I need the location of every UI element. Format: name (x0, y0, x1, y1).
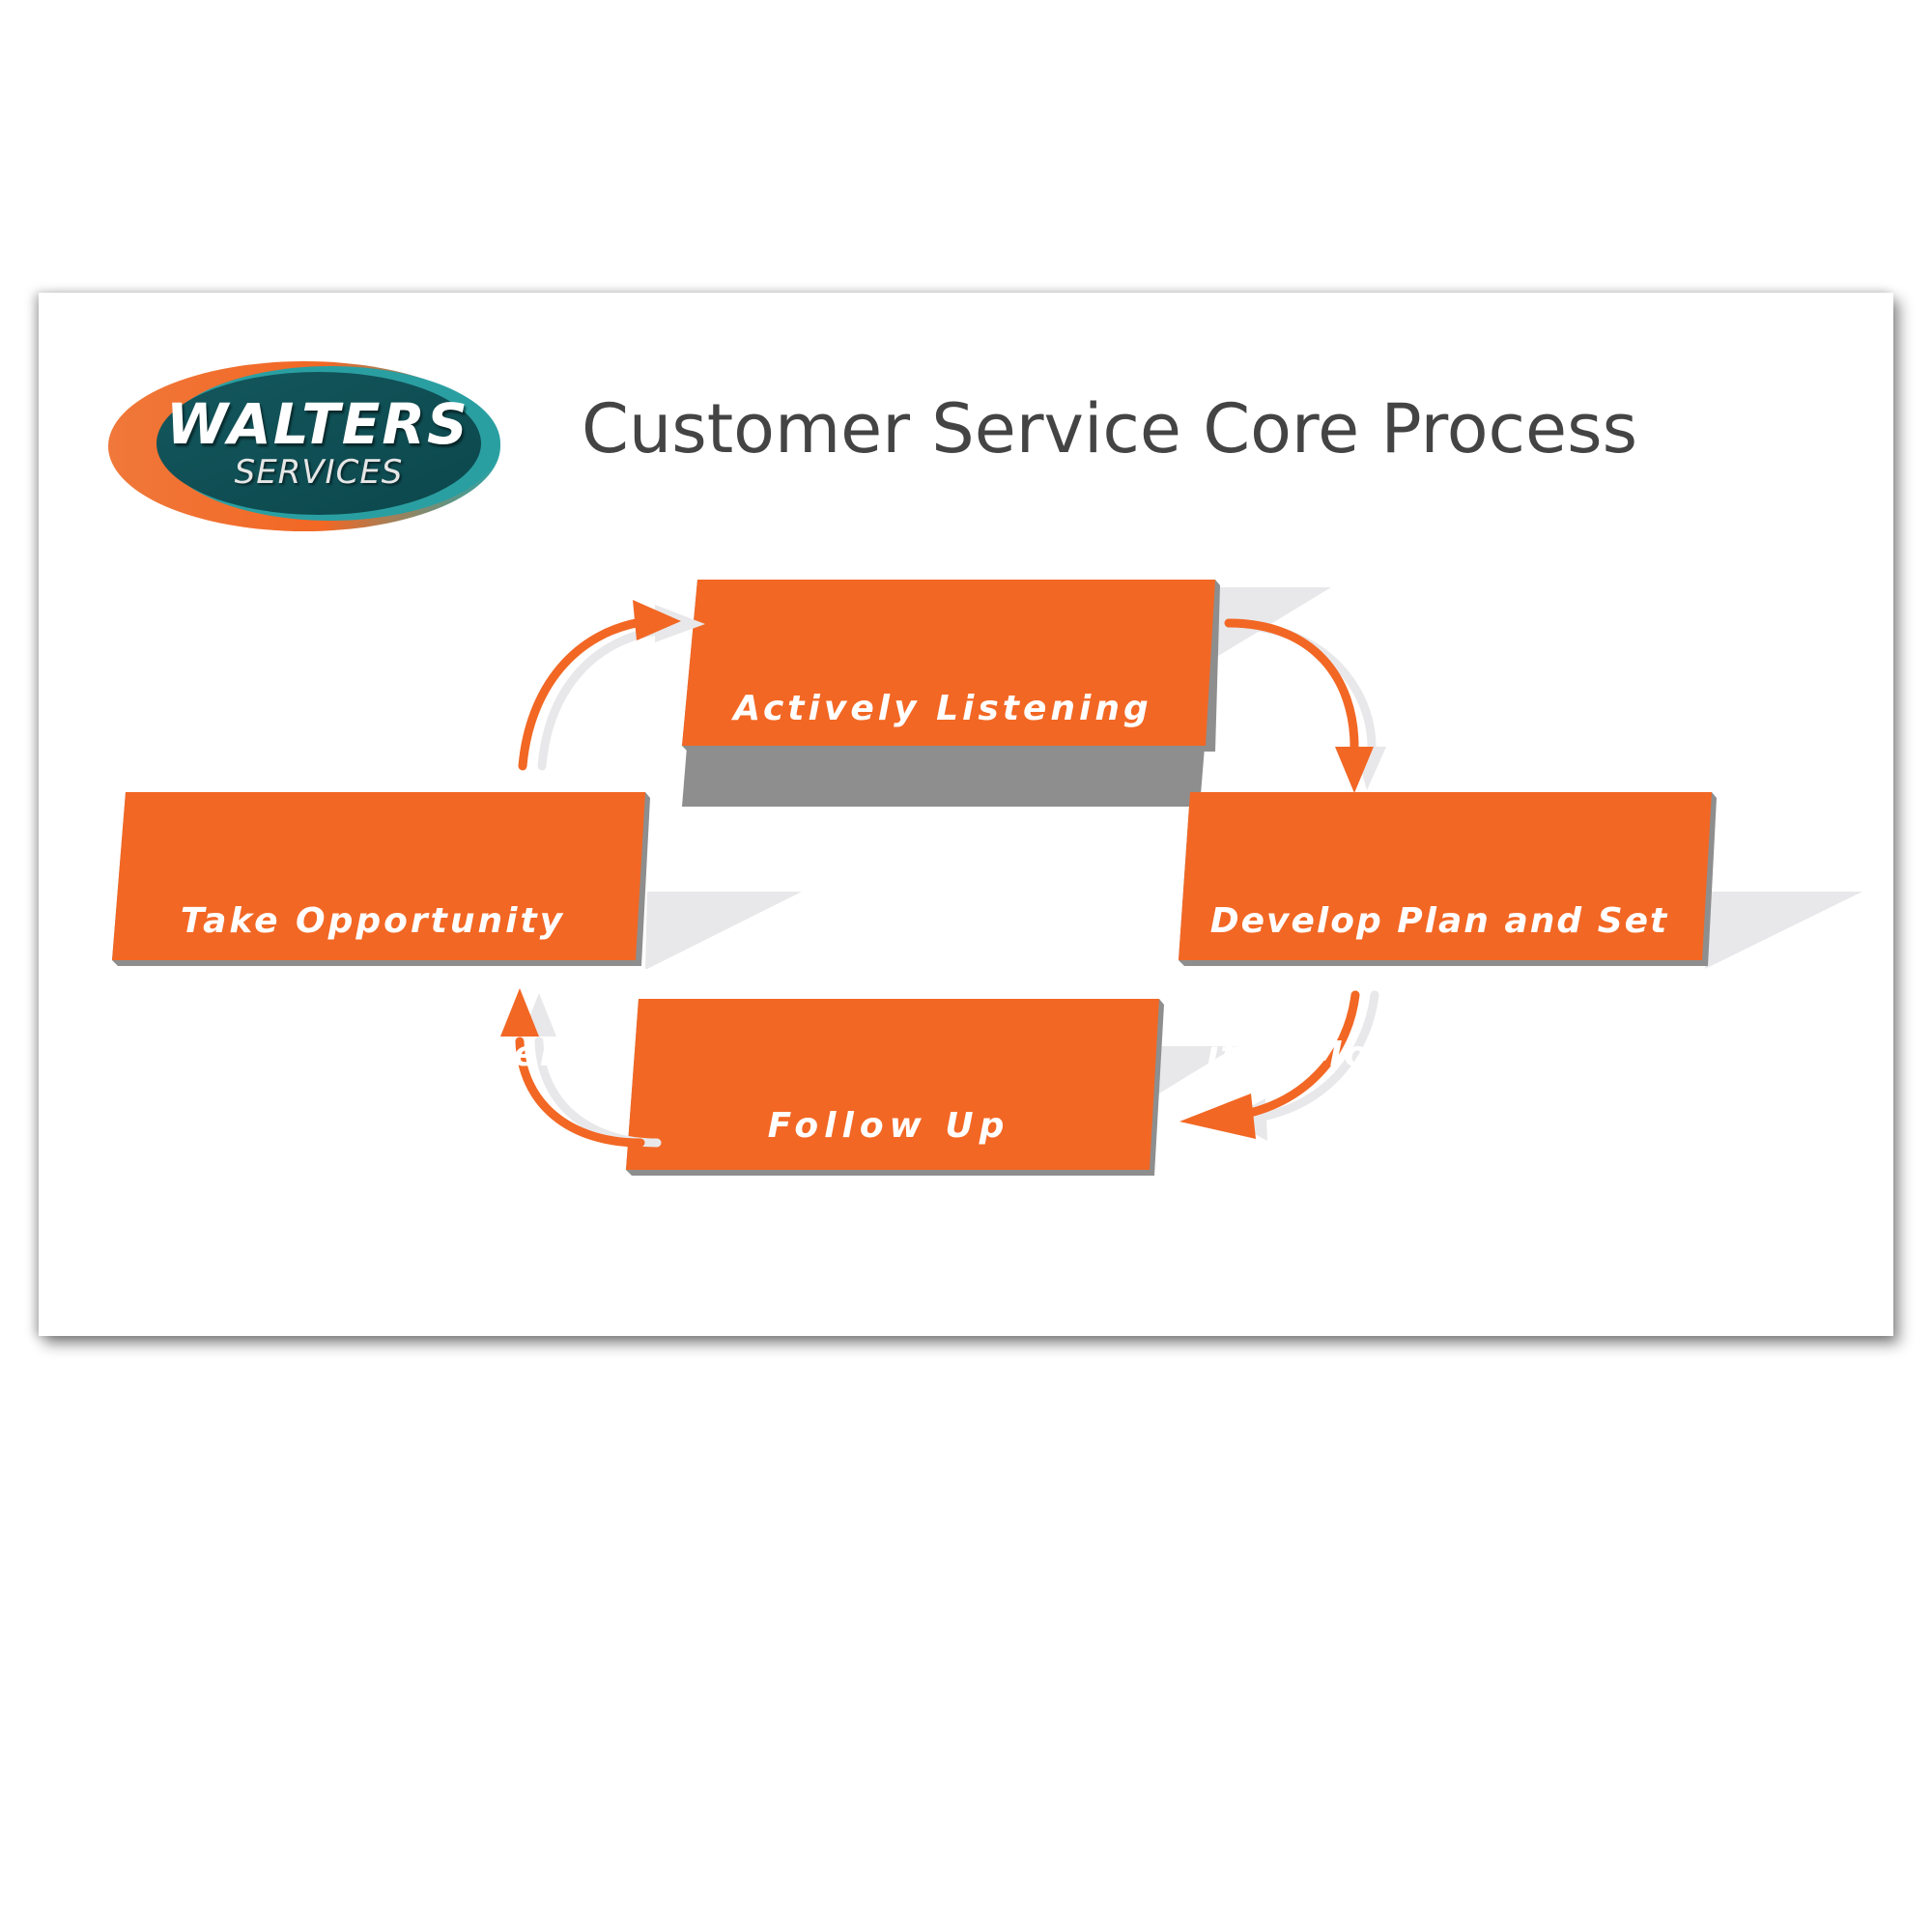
box-shadow-follow (1150, 1046, 1236, 1099)
arrow-plan-to-follow (1232, 990, 1360, 1121)
box-shadow-relationship (645, 892, 802, 969)
step-text-follow: Follow Up to Make sure issue is solved (628, 1015, 1150, 1504)
step-line: to Make sure (726, 1239, 1051, 1279)
arrow-follow-to-relationship (515, 1037, 645, 1148)
arrow-shadow-plan-to-follow (1246, 990, 1379, 1123)
step-line: to Understand (757, 822, 1128, 862)
step-line: to Build a Better (185, 1035, 560, 1074)
arrowhead-follow-to-relationship (500, 988, 539, 1037)
step-line: Concem or issue (1235, 1168, 1644, 1208)
arrow-listen-to-plan (1224, 618, 1359, 752)
logo-subtitle: SERVICES (234, 453, 404, 492)
arrowhead-plan-to-follow (1179, 1094, 1256, 1139)
step-box-listen (682, 580, 1220, 807)
step-line: Concem or Issue (738, 955, 1148, 995)
walters-services-logo: WALTERS SERVICES (106, 358, 502, 534)
step-text-plan: Develop Plan and Set it in Motion to Adr… (1179, 810, 1700, 1299)
arrowhead-shadow-1 (655, 605, 705, 642)
step-line: Actively Listening (733, 689, 1152, 728)
step-box-follow (626, 999, 1164, 1176)
slide: WALTERS SERVICES Customer Service Core P… (39, 293, 1893, 1412)
step-line: it in Motion to Adress (1207, 1035, 1672, 1074)
slide-title: Customer Service Core Process (582, 389, 1638, 469)
step-line: Take Opportunity (180, 901, 566, 941)
step-line: Relationship (215, 1168, 530, 1208)
step-text-listen: Actively Listening to Understand Concem … (682, 598, 1204, 1087)
step-line: Follow Up (767, 1106, 1010, 1146)
box-shadow-plan (1705, 892, 1862, 969)
step-line: issue is solved (701, 1373, 1076, 1412)
logo-name: WALTERS (166, 391, 469, 457)
logo-ellipse-icon (108, 361, 500, 531)
step-text-relationship: Take Opportunity to Build a Better Relat… (112, 810, 634, 1299)
arrow-shadow-relationship-to-listen (537, 626, 662, 771)
arrowhead-listen-to-plan (1335, 747, 1374, 793)
step-line: Develop Plan and Set (1209, 901, 1669, 941)
step-box-relationship (112, 792, 650, 966)
step-box-plan (1179, 792, 1717, 966)
arrowhead-relationship-to-listen (633, 600, 681, 640)
arrow-relationship-to-listen (518, 616, 652, 771)
process-diagram (112, 580, 1862, 1176)
